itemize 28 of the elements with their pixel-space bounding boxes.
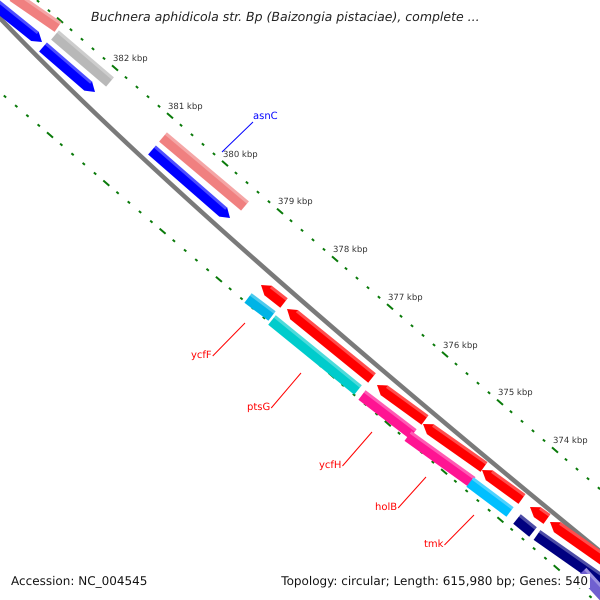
gene-label: ptsG [247, 402, 270, 414]
gene-label: holB [375, 502, 398, 514]
leader-line [222, 122, 254, 152]
leader-line [342, 432, 372, 466]
scale-label: 374 kbp [553, 436, 588, 446]
scale-label: 381 kbp [168, 102, 203, 112]
gene-label: tmk [424, 539, 444, 551]
leader-line [398, 476, 426, 508]
scale-label: 379 kbp [278, 197, 313, 208]
leader-line [212, 322, 246, 356]
scale-label: 377 kbp [388, 292, 423, 303]
scale-label: 380 kbp [223, 150, 258, 160]
gene-bar [404, 431, 476, 487]
gene-label: asnC [253, 111, 278, 123]
leader-line [270, 372, 302, 408]
gene-bar [466, 477, 514, 517]
gene-bar [358, 390, 417, 439]
map-title: Buchnera aphidicola str. Bp (Baizongia pistaciae), complete ... [91, 9, 480, 24]
scale-label: 375 kbp [498, 388, 533, 398]
scale-label: 378 kbp [333, 245, 368, 255]
gene-bar [244, 293, 276, 321]
gene-label: ycfH [319, 460, 342, 472]
leader-line [444, 514, 474, 546]
scale-label: 382 kbp [113, 54, 148, 64]
gene-label: ycfF [191, 350, 212, 362]
gene-bar [268, 315, 362, 395]
accession-text: Accession: NC_004545 [9, 574, 150, 588]
scale-label: 376 kbp [443, 340, 478, 350]
